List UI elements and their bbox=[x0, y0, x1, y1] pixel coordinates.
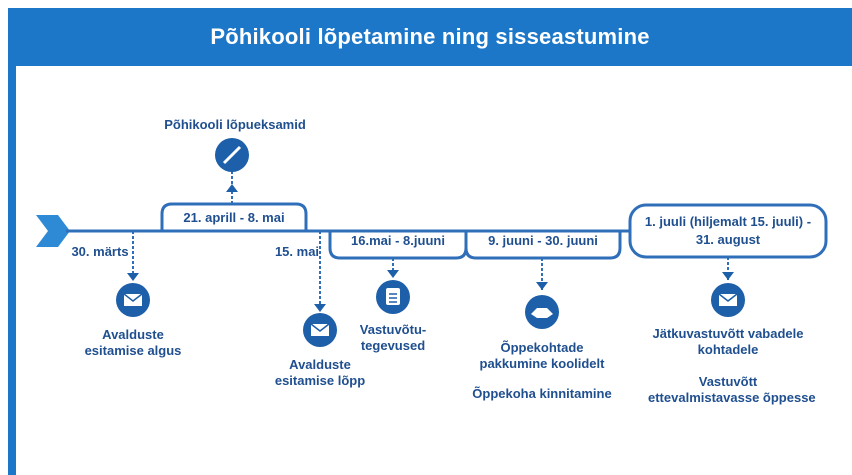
end-label-1: Avalduste bbox=[289, 357, 351, 372]
late-range-2: 31. august bbox=[695, 232, 761, 247]
pen-icon-stroke bbox=[222, 145, 242, 165]
end-label-2: esitamise lõpp bbox=[274, 373, 366, 388]
left-border bbox=[8, 8, 16, 475]
end-pointer bbox=[314, 304, 326, 312]
offer-label-2: pakkumine koolidelt bbox=[479, 356, 605, 371]
late-label-3: Vastuvõtt bbox=[698, 374, 758, 389]
late-box bbox=[628, 203, 828, 259]
offer-label-1: Õppekohtade bbox=[500, 340, 584, 355]
late-range-1: 1. juuli (hiljemalt 15. juuli) - bbox=[644, 214, 812, 229]
exams-box bbox=[160, 202, 308, 231]
offer-range: 9. juuni - 30. juuni bbox=[488, 233, 598, 248]
handshake-icon-shape bbox=[531, 308, 553, 318]
late-pointer bbox=[722, 272, 734, 280]
start-label-2: esitamise algus bbox=[84, 343, 182, 358]
admission-label-1: Vastuvõtu- bbox=[359, 322, 427, 337]
envelope-icon-flap bbox=[718, 293, 738, 302]
header-bar: Põhikooli lõpetamine ning sisseastumine bbox=[8, 8, 852, 66]
late-label-2: kohtadele bbox=[697, 342, 759, 357]
start-label-1: Avalduste bbox=[102, 327, 164, 342]
end-date: 15. mai bbox=[274, 244, 320, 259]
admission-label-2: tegevused bbox=[360, 338, 426, 353]
timeline-start-arrow bbox=[36, 215, 70, 247]
page-title: Põhikooli lõpetamine ning sisseastumine bbox=[210, 24, 650, 49]
admission-range: 16.mai - 8.juuni bbox=[351, 233, 445, 248]
exams-pointer bbox=[226, 184, 238, 192]
start-pointer bbox=[127, 273, 139, 281]
clipboard-icon-body bbox=[386, 288, 400, 305]
exams-range: 21. aprill - 8. mai bbox=[183, 210, 285, 225]
offer-label-3: Õppekoha kinnitamine bbox=[472, 386, 612, 401]
envelope-icon-flap bbox=[123, 293, 143, 302]
late-label-1: Jätkuvastuvõtt vabadele bbox=[652, 326, 804, 341]
late-label-4: ettevalmistavasse õppesse bbox=[648, 390, 816, 405]
offer-pointer bbox=[536, 282, 548, 290]
admission-pointer bbox=[387, 270, 399, 278]
start-date: 30. märts bbox=[71, 244, 129, 259]
exams-title: Põhikooli lõpueksamid bbox=[164, 117, 306, 132]
envelope-icon-flap bbox=[310, 323, 330, 332]
